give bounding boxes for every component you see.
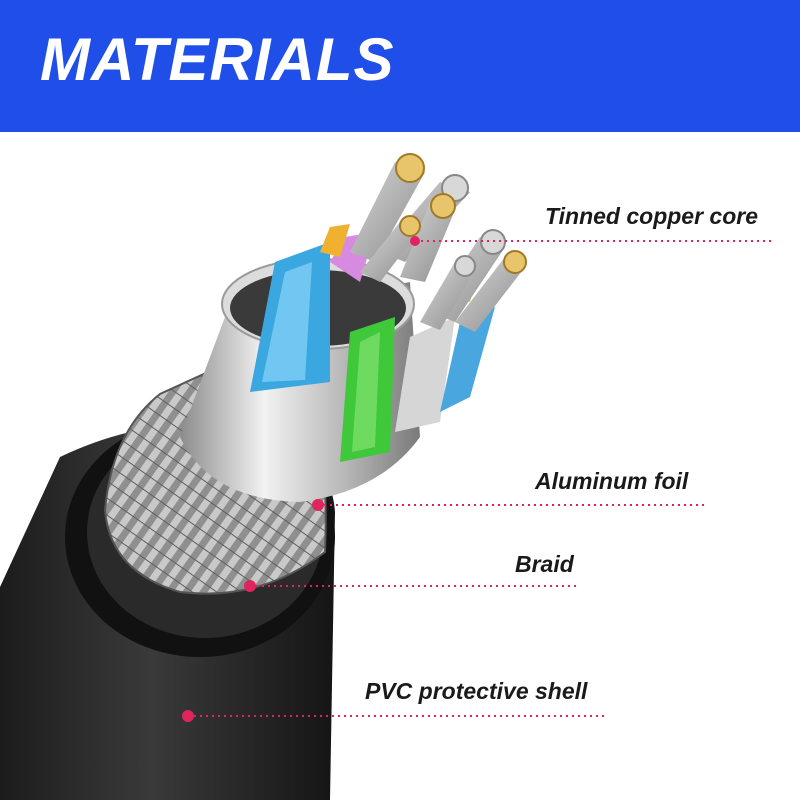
page-title: MATERIALS [40, 26, 395, 93]
inner-wires [250, 224, 495, 462]
label-aluminum-foil: Aluminum foil [535, 468, 689, 494]
tinned-copper-core [350, 153, 527, 332]
label-braid: Braid [515, 551, 574, 577]
callout-pvc-shell [182, 710, 605, 722]
callout-tinned-copper-core [410, 236, 775, 246]
label-pvc-protective-shell: PVC protective shell [365, 678, 588, 704]
callout-aluminum-foil [312, 499, 705, 511]
callout-braid [244, 580, 580, 592]
cable-illustration [0, 153, 775, 800]
cable-diagram: Tinned copper core Aluminum foil Braid P… [0, 132, 800, 800]
label-tinned-copper-core: Tinned copper core [545, 203, 759, 229]
header-banner: MATERIALS [0, 0, 800, 132]
